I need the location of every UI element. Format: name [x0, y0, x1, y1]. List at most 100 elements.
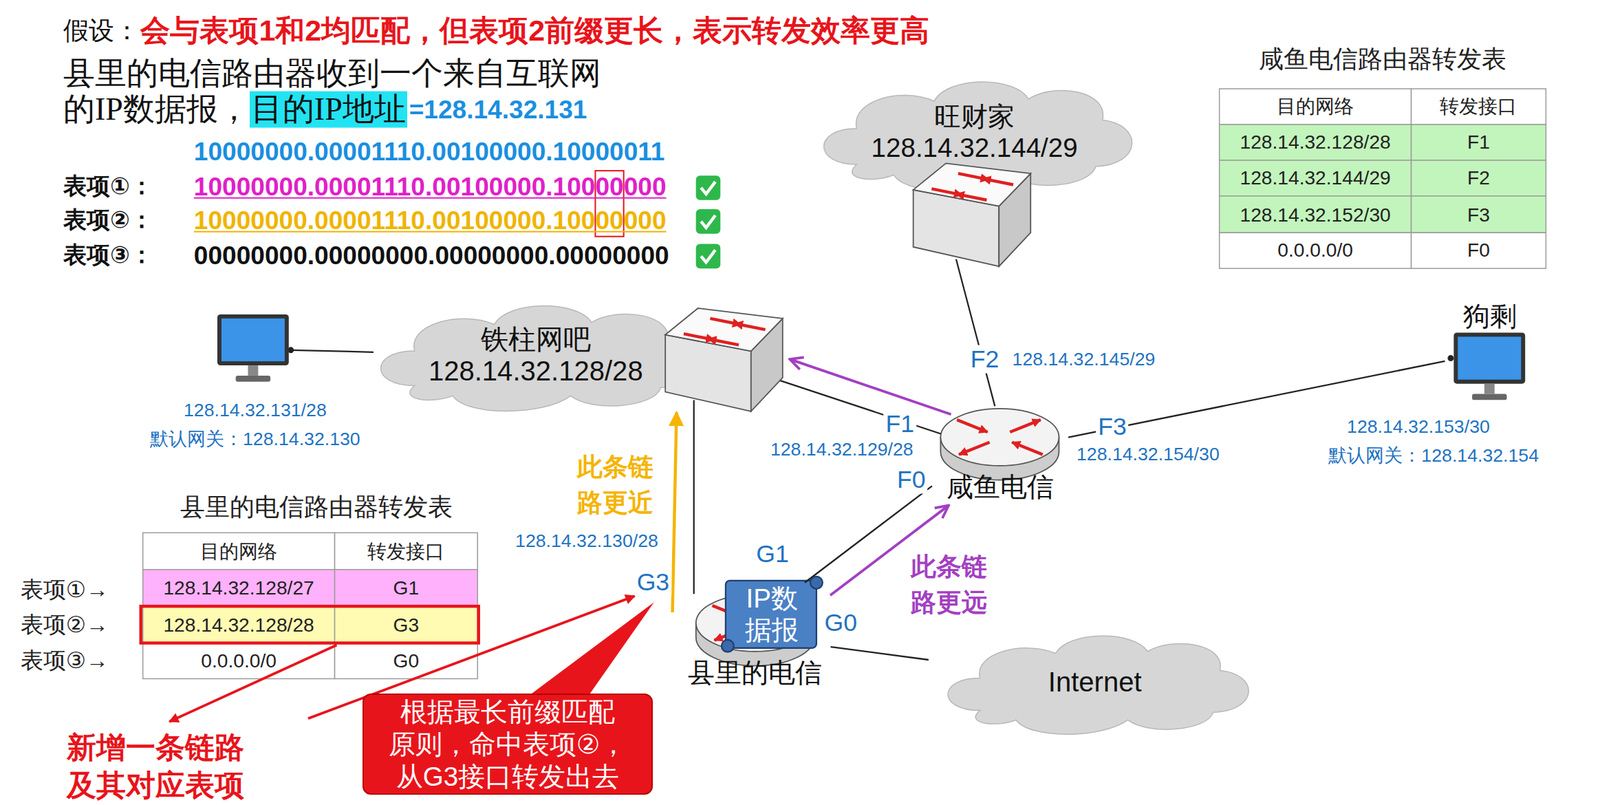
cloud-network: 旺财家128.14.32.144/29: [806, 69, 1144, 197]
table-cell: G0: [393, 649, 420, 672]
forwarding-table-grid: [334, 643, 479, 679]
computer-icon: [247, 365, 258, 376]
router-shape: [958, 441, 990, 454]
table-cell: 128.14.32.128/28: [1239, 130, 1391, 153]
table-header: 转发接口: [1439, 94, 1517, 117]
forwarding-table-grid: [1411, 196, 1547, 233]
table-cell: 128.14.32.128/28: [163, 613, 314, 636]
edge-layer: [804, 361, 1446, 660]
table-cell: F3: [1467, 202, 1490, 225]
ip-address: 128.14.32.153/30: [1344, 416, 1493, 438]
switch-symbol: [665, 308, 783, 412]
interface-name: G3: [634, 567, 672, 596]
check-mark: [696, 209, 721, 234]
binary-address: 00000000.00000000.00000000.00000000: [193, 240, 670, 271]
node-text: 旺财家: [934, 101, 1015, 133]
table-header: 目的网络: [1276, 94, 1354, 117]
interface-name: F1: [883, 409, 917, 438]
node-text: 县里的电信: [687, 657, 823, 688]
router-shape: [1010, 419, 1042, 432]
gateway-address: 默认网关：128.14.32.130: [147, 428, 363, 450]
note-text: 的IP数据报，: [63, 90, 250, 128]
router-shape: [1012, 441, 1044, 454]
path-arrow: [789, 359, 951, 415]
scroll-shape: [810, 576, 823, 589]
gateway-address: 默认网关：128.14.32.154: [1326, 444, 1541, 466]
table-title: 县里的电信路由器转发表: [180, 493, 453, 522]
cloud-shape: [362, 293, 710, 417]
path-note: 此条链 路更近: [571, 449, 659, 521]
interface-name: G1: [753, 539, 791, 569]
node-text: 铁柱网吧: [480, 323, 591, 355]
forwarding-table-grid: [1219, 160, 1412, 197]
forwarding-table-grid: [334, 532, 479, 569]
interface-name: F2: [968, 345, 1002, 374]
switch-symbol: [913, 163, 1032, 267]
note-headline: 会与表项1和2均匹配，但表项2前缀更长，表示转发效率更高: [140, 13, 930, 48]
ip-address: 128.14.32.154/30: [1074, 443, 1222, 466]
node-text: IP数 据报: [734, 582, 809, 647]
callout-pointer: [525, 601, 655, 698]
table-cell: 0.0.0.0/0: [200, 649, 277, 672]
table-cell: 128.14.32.144/29: [1239, 166, 1391, 189]
ip-value: =128.14.32.131: [409, 94, 588, 124]
forwarding-table-grid: [143, 532, 335, 569]
network-wire: [956, 259, 995, 407]
path-note: 此条链 路更远: [905, 548, 993, 621]
table-cell: G3: [393, 613, 420, 636]
interface-name: G0: [822, 608, 860, 637]
ip-address: 128.14.32.129/28: [768, 438, 916, 460]
ip-address: 128.14.32.145/29: [1010, 348, 1158, 371]
check-mark: [696, 244, 721, 269]
table-header: 转发接口: [367, 539, 445, 562]
forwarding-table-grid: [1219, 124, 1412, 161]
cloud-network: Internet: [930, 624, 1260, 739]
table-header: 目的网络: [200, 539, 278, 562]
forwarding-table-grid: [1411, 88, 1547, 125]
binary-address: 10000000.00001110.00100000.10000011: [193, 136, 666, 166]
computer-icon: [235, 375, 271, 382]
forwarding-table-grid: [1411, 160, 1547, 197]
table-cell: F0: [1467, 238, 1490, 261]
node-text: Internet: [1048, 665, 1142, 698]
network-wire: [290, 259, 996, 595]
binary-address: 10000000.00001110.00100000.10000000: [193, 171, 667, 202]
pc-shape: [1454, 332, 1526, 384]
network-link: [830, 646, 929, 660]
forwarding-table-grid: [1411, 124, 1547, 161]
scroll-shape: [725, 580, 817, 648]
cloud-network: 铁柱网吧128.14.32.128/28: [362, 293, 710, 417]
note-prefix: 假设：: [63, 15, 140, 46]
check-mark: [700, 181, 716, 194]
table-title: 咸鱼电信路由器转发表: [1258, 45, 1507, 74]
network-wire: [693, 400, 695, 595]
forwarding-table-grid: [143, 643, 335, 679]
callout-box: 根据最长前缀匹配 原则，命中表项②， 从G3接口转发出去: [362, 693, 654, 795]
illustration-layer: [141, 88, 1547, 722]
check-mark: [700, 215, 716, 228]
pc-terminal: 狗剩: [1446, 299, 1533, 404]
table-cell: 0.0.0.0/0: [1277, 238, 1354, 261]
interface-name: F0: [894, 465, 928, 494]
forwarding-table-grid: [334, 569, 479, 607]
check-mark: [696, 209, 721, 234]
path-arrow: [672, 412, 677, 613]
router-node: 咸鱼电信: [933, 398, 1067, 505]
table-cell: 128.14.32.152/30: [1239, 202, 1391, 225]
check-mark: [696, 244, 721, 269]
table-cell: F1: [1467, 130, 1490, 153]
entry-label: 表项③：: [63, 241, 154, 269]
highlight-text: 目的IP地址: [249, 90, 408, 128]
interface-name: F3: [1095, 412, 1129, 441]
highlight-frame: [141, 606, 479, 643]
forwarding-table-grid: [143, 569, 335, 607]
cloud-shape: [380, 306, 699, 412]
ip-address: 128.14.32.131/28: [181, 399, 329, 421]
pointer-arrow: [169, 645, 337, 722]
node-text: 根据最长前缀匹配 原则，命中表项②， 从G3接口转发出去: [383, 695, 633, 793]
entry-label: 表项①：: [63, 173, 154, 201]
node-text: 128.14.32.144/29: [871, 132, 1078, 164]
forwarding-table-grid: [1219, 88, 1412, 125]
check-mark: [696, 175, 721, 201]
row-pointer: 表项③→: [20, 647, 109, 674]
